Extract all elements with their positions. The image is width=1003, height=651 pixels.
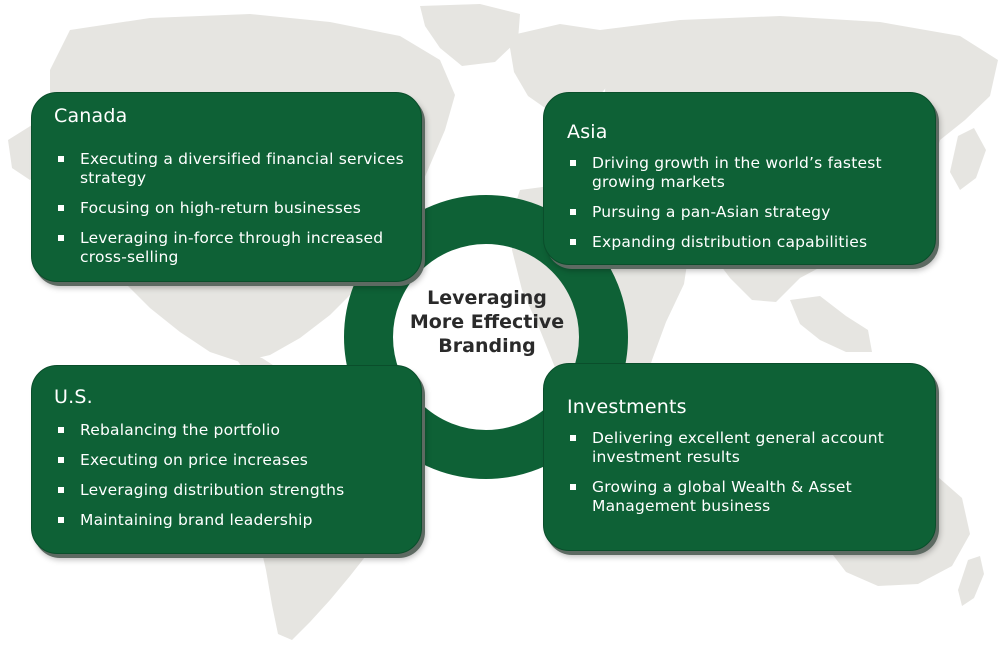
investments-title: Investments: [567, 396, 687, 418]
canada-bullet-item: Leveraging in-force through increased cr…: [56, 229, 406, 267]
asia-bullet-item: Pursuing a pan-Asian strategy: [568, 203, 918, 222]
asia-bullet-list: Driving growth in the world’s fastest gr…: [568, 154, 918, 263]
investments-bullet-item: Growing a global Wealth & Asset Manageme…: [568, 478, 918, 516]
asia-bullet-item: Expanding distribution capabilities: [568, 233, 918, 252]
map-new-zealand: [958, 556, 984, 606]
asia-card: Asia Driving growth in the world’s faste…: [543, 92, 936, 265]
center-label-line-2: More Effective: [409, 311, 565, 333]
map-europe: [508, 24, 620, 112]
asia-bullet-item: Driving growth in the world’s fastest gr…: [568, 154, 918, 192]
canada-card: Canada Executing a diversified financial…: [31, 92, 422, 282]
investments-card: Investments Delivering excellent general…: [543, 363, 936, 551]
us-bullet-item: Executing on price increases: [56, 451, 406, 470]
us-bullet-item: Maintaining brand leadership: [56, 511, 406, 530]
asia-title: Asia: [567, 121, 608, 143]
canada-bullet-item: Executing a diversified financial servic…: [56, 150, 406, 188]
investments-bullet-item: Delivering excellent general account inv…: [568, 429, 918, 467]
us-bullet-item: Leveraging distribution strengths: [56, 481, 406, 500]
investments-bullet-list: Delivering excellent general account inv…: [568, 429, 918, 527]
us-bullet-list: Rebalancing the portfolio Executing on p…: [56, 421, 406, 541]
map-greenland: [420, 4, 520, 66]
canada-title: Canada: [54, 105, 128, 127]
canada-bullet-item: Focusing on high-return businesses: [56, 199, 406, 218]
center-label-line-3: Branding: [438, 335, 536, 357]
canada-bullet-list: Executing a diversified financial servic…: [56, 150, 406, 278]
map-southeast-asia: [790, 296, 872, 352]
map-japan: [950, 128, 986, 190]
center-label: Leveraging More Effective Branding: [395, 286, 579, 358]
center-label-line-1: Leveraging: [427, 287, 547, 309]
us-bullet-item: Rebalancing the portfolio: [56, 421, 406, 440]
us-title: U.S.: [54, 386, 93, 408]
us-card: U.S. Rebalancing the portfolio Executing…: [31, 365, 422, 554]
